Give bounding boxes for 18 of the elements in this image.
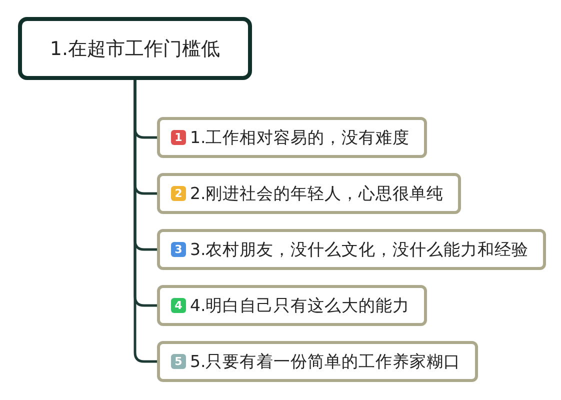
topic-box — [157, 117, 427, 158]
topic-text: 4.明白自己只有这么大的能力 — [190, 294, 410, 316]
priority-number: 4 — [171, 298, 186, 313]
priority-number: 3 — [171, 242, 186, 257]
priority-number: 2 — [171, 186, 186, 201]
priority-number: 5 — [171, 354, 186, 369]
topic-text: 3.农村朋友，没什么文化，没什么能力和经验 — [190, 238, 529, 260]
topic-box — [157, 285, 427, 326]
central-topic-text: 1.在超市工作门槛低 — [50, 36, 220, 62]
connector-line — [134, 80, 157, 363]
topic-text: 1.工作相对容易的，没有难度 — [190, 126, 410, 148]
topic-box — [157, 173, 461, 214]
central-topic-box — [18, 17, 252, 80]
priority-number: 1 — [171, 130, 186, 145]
topic-text: 5.只要有着一份简单的工作养家糊口 — [190, 350, 461, 372]
topic-box — [157, 341, 478, 382]
topic-box — [157, 229, 546, 270]
topic-text: 2.刚进社会的年轻人，心思很单纯 — [190, 182, 444, 204]
